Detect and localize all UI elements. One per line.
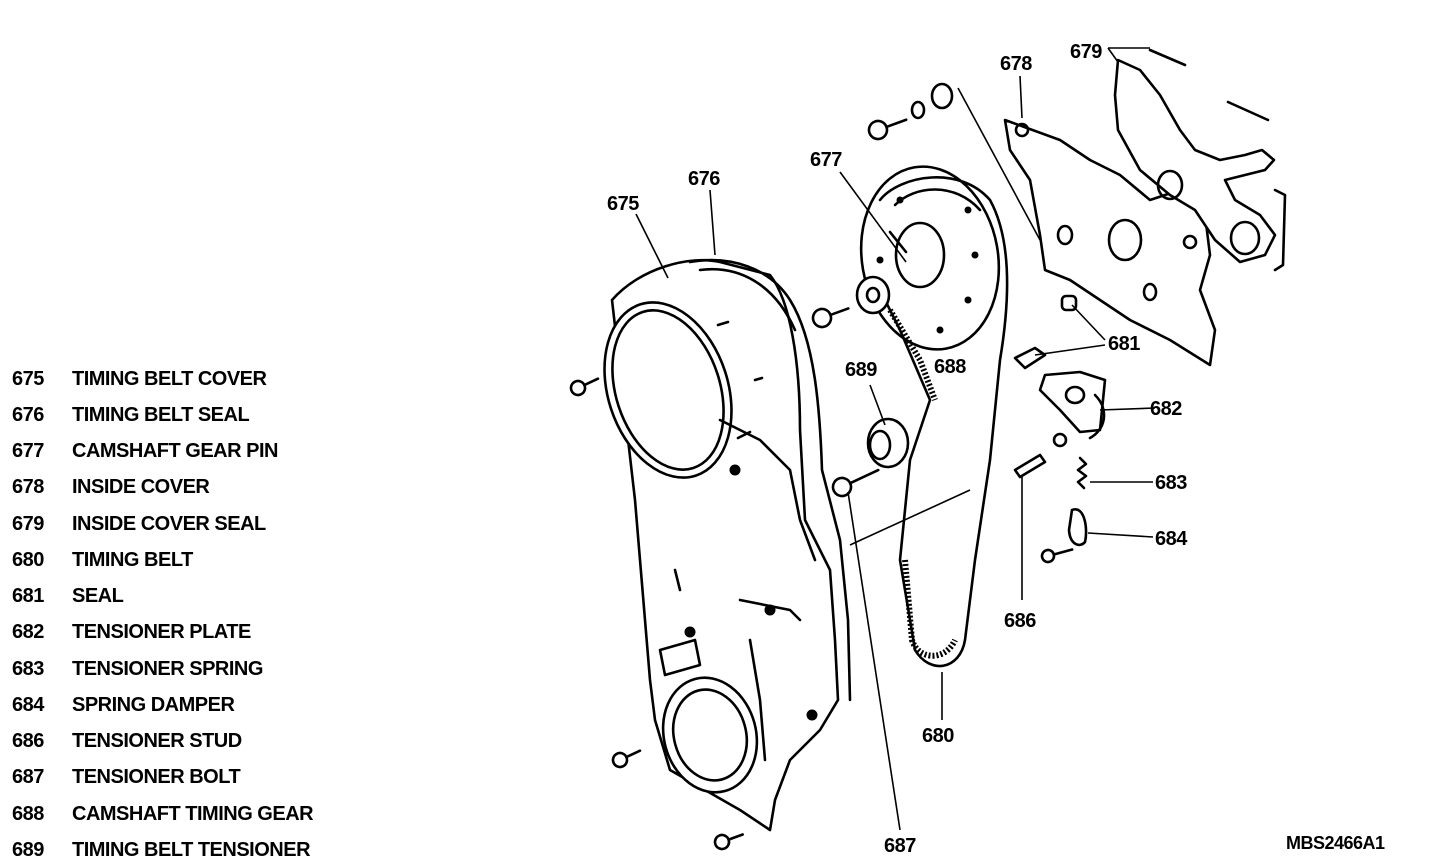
inside-cover (1003, 118, 1217, 367)
timing-belt (878, 176, 1009, 668)
callout-675: 675 (607, 193, 639, 215)
callout-687: 687 (884, 835, 916, 857)
legend-label: CAMSHAFT TIMING GEAR (72, 803, 314, 825)
legend-label: TENSIONER BOLT (72, 766, 241, 788)
legend-label: TENSIONER PLATE (72, 621, 251, 643)
callout-678: 678 (1000, 53, 1032, 75)
legend-label: TIMING BELT SEAL (72, 404, 250, 426)
legend-number: 689 (12, 839, 44, 861)
callout-683: 683 (1155, 472, 1187, 494)
timing-belt-cover (603, 258, 852, 832)
legend-label: TIMING BELT COVER (72, 368, 267, 390)
legend-label: TENSIONER STUD (72, 730, 242, 752)
legend-number: 678 (12, 476, 44, 498)
callout-688: 688 (934, 356, 966, 378)
legend-number: 675 (12, 368, 44, 390)
legend-label: TIMING BELT TENSIONER (72, 839, 311, 861)
callout-684: 684 (1155, 528, 1188, 550)
legend-number: 677 (12, 440, 44, 462)
callout-689: 689 (845, 359, 877, 381)
legend-number: 679 (12, 513, 44, 535)
legend-label: SEAL (72, 585, 124, 607)
legend-number: 684 (12, 694, 44, 716)
drawing-id-label: MBS2466A1 (1286, 833, 1385, 853)
callout-677: 677 (810, 149, 842, 171)
timing-belt-tensioner (831, 275, 910, 498)
legend-number: 681 (12, 585, 44, 607)
callout-682: 682 (1150, 398, 1182, 420)
legend-label: CAMSHAFT GEAR PIN (72, 440, 278, 462)
inside-cover-seal (1113, 48, 1287, 272)
tensioner-plate (1038, 370, 1107, 448)
leader-lines (635, 47, 1156, 831)
tensioner-stud (1013, 453, 1047, 479)
callout-680: 680 (922, 725, 954, 747)
legend-label: TENSIONER SPRING (72, 658, 263, 680)
callout-679: 679 (1070, 41, 1102, 63)
legend-label: INSIDE COVER SEAL (72, 513, 266, 535)
callout-676: 676 (688, 168, 720, 190)
cover-bolts (569, 82, 954, 851)
legend-number: 683 (12, 658, 44, 680)
tensioner-spring (1076, 456, 1088, 490)
legend-label: TIMING BELT (72, 549, 193, 571)
legend-number: 676 (12, 404, 44, 426)
legend-label: INSIDE COVER (72, 476, 210, 498)
seal-681 (1013, 294, 1078, 370)
legend-number: 680 (12, 549, 44, 571)
legend-number: 682 (12, 621, 44, 643)
camshaft-timing-gear (859, 165, 1001, 351)
legend-number: 686 (12, 730, 44, 752)
legend-number: 688 (12, 803, 44, 825)
legend-label: SPRING DAMPER (72, 694, 235, 716)
callout-686: 686 (1004, 610, 1036, 632)
callout-681: 681 (1108, 333, 1140, 355)
spring-damper (1040, 508, 1088, 564)
callout-labels: 675 676 677 678 679 680 681 682 683 684 … (607, 41, 1189, 857)
legend-number: 687 (12, 766, 44, 788)
